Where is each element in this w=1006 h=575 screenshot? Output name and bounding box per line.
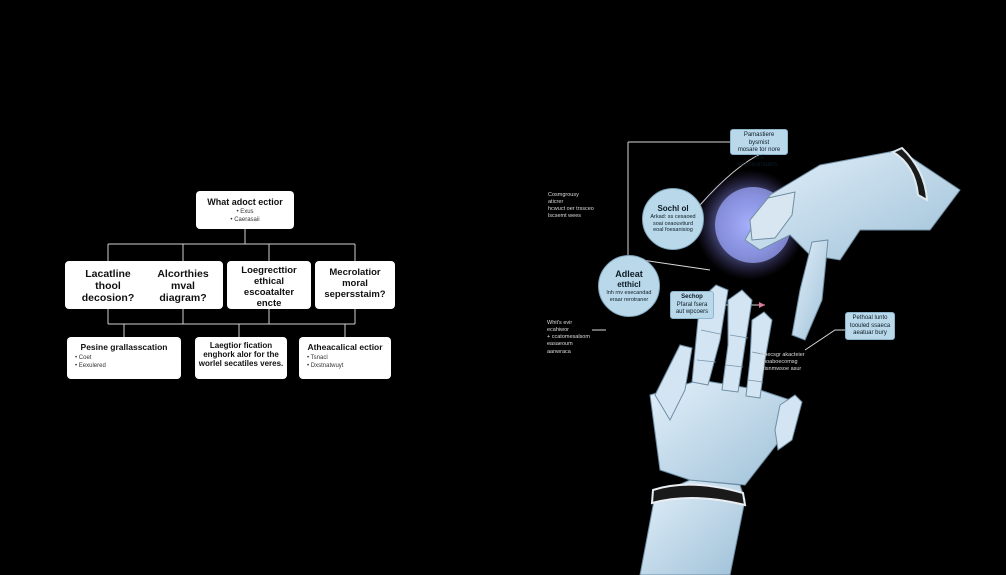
- note-line: Whit's evir ecahiwor: [547, 320, 573, 334]
- tree-node-title: Pesine grallasscation: [80, 342, 168, 352]
- tree-root-bullet: Caerasaii: [196, 217, 294, 225]
- callout-line: toouled ssaeca: [849, 322, 891, 329]
- note-line: + ccatomesalsom: [547, 334, 590, 341]
- note-line: lscsemt wees: [548, 213, 582, 220]
- tree-node-l3: Atheacalical ectior Tsnacl Dxstnatwuyt: [299, 337, 391, 379]
- circle-callout-upper: Sochl ol Arkad: ss cesaoed soai ceaouvti…: [642, 188, 704, 250]
- note-line: unoaboecomsg: [760, 359, 798, 366]
- tree-root-node: What adoct ectior Exus Caerasaii: [196, 191, 294, 229]
- callout-line: Pamastiere bysmist: [743, 132, 775, 146]
- note-line: hcwuct oer trssceo: [548, 206, 594, 213]
- tree-node-l3: Laegtior fication enghork alor for the w…: [195, 337, 287, 379]
- tree-node-l2: Loegrecttior ethical escoatalter encte: [227, 261, 311, 309]
- tree-node-bullet: Eexulered: [75, 363, 181, 371]
- callout-mid: Sechop Pfaral fsera aut wpcoers: [670, 291, 714, 319]
- callout-line: Pethoal lunto: [852, 315, 888, 321]
- callout-line: aeatuar bury: [853, 330, 887, 336]
- callout-line: aut wpcoers: [675, 309, 709, 315]
- circle-callout-left: Adleat etthicl lnh rnv esecandad eraar r…: [598, 255, 660, 317]
- tree-node-l3: Pesine grallasscation Coet Eexulered: [67, 337, 181, 379]
- tree-node-title: Lacatline thool decosion?: [81, 268, 135, 305]
- circle-title: etthicl: [617, 279, 641, 289]
- robot-finger-pinky: [774, 394, 803, 451]
- tree-node-title: Atheacalical ectior: [307, 342, 383, 352]
- tree-node-bullets: Tsnacl Dxstnatwuyt: [299, 355, 391, 371]
- callout-line: espcecintaters.: [738, 162, 780, 168]
- robot-finger-thumb: [654, 344, 693, 422]
- note-line: atisnmwsoe asur: [760, 366, 802, 373]
- note-line: Geecsgr akacteier: [760, 352, 805, 358]
- note-left-bottom: Whit's evir ecahiwor + ccatomesalsom eas…: [547, 320, 595, 356]
- ref-line-top: [627, 141, 730, 258]
- tree-node-bullet: Tsnacl: [307, 355, 391, 363]
- tree-node-l2: Lacatline thool decosion?: [65, 261, 151, 309]
- circle-title: Adleat: [615, 268, 643, 279]
- circle-line: soai ceaouvtiurd: [652, 220, 694, 227]
- tree-node-title: Mecrolatior moral sepersstaim?: [324, 267, 386, 300]
- robot-upper-thumb: [749, 191, 796, 241]
- tree-node-title: Laegtior fication enghork alor for the w…: [198, 341, 284, 369]
- circle-title: Sochl ol: [657, 203, 689, 213]
- tree-node-bullet: Coet: [75, 355, 181, 363]
- circle-line: eoal foesanisiog: [653, 227, 693, 234]
- tree-node-l2: Mecrolatior moral sepersstaim?: [315, 261, 395, 309]
- robot-lower-cuff: [650, 483, 747, 507]
- callout-line: mosare tor nore arsi: [737, 147, 781, 161]
- tree-root-title: What adoct ectior: [207, 197, 283, 207]
- note-line: Cosmgrousy aticrer: [548, 192, 579, 206]
- circle-line: lnh rnv esecandad: [606, 289, 652, 296]
- robot-upper-finger: [791, 239, 829, 341]
- tree-node-l2: Alcorthies mval diagram?: [143, 261, 223, 309]
- callout-title: Sechop: [681, 294, 703, 300]
- note-line: easaeoum aanwraca: [547, 341, 573, 355]
- arrow-head-icon: [759, 302, 765, 308]
- tree-node-bullet: Dxstnatwuyt: [307, 363, 391, 371]
- tree-node-bullets: Coet Eexulered: [67, 355, 181, 371]
- tree-root-bullets: Exus Caerasaii: [196, 209, 294, 225]
- tree-node-title: Alcorthies mval diagram?: [157, 268, 209, 305]
- callout-top: Pamastiere bysmist mosare tor nore arsi …: [730, 129, 788, 168]
- circle-line: eraar rerotraner: [609, 296, 649, 303]
- callout-right: Pethoal lunto toouled ssaeca aeatuar bur…: [845, 312, 895, 340]
- tree-root-bullet: Exus: [196, 209, 294, 217]
- circle-line: Arkad: ss cesaoed: [650, 213, 696, 220]
- robot-upper-cuff: [890, 146, 929, 202]
- robot-upper-arm: [744, 149, 961, 261]
- callout-line: Pfaral fsera: [676, 301, 708, 308]
- ref-line-right: [804, 329, 845, 351]
- robot-finger-ring: [745, 311, 773, 399]
- tree-node-title: Loegrecttior ethical escoatalter encte: [241, 265, 297, 309]
- note-left-top: Cosmgrousy aticrer hcwuct oer trssceo ls…: [548, 192, 594, 221]
- robot-knuckles: [696, 329, 768, 383]
- robot-finger-middle: [721, 289, 753, 393]
- note-right-bottom: Geecsgr akacteier unoaboecomsg atisnmwso…: [760, 352, 810, 373]
